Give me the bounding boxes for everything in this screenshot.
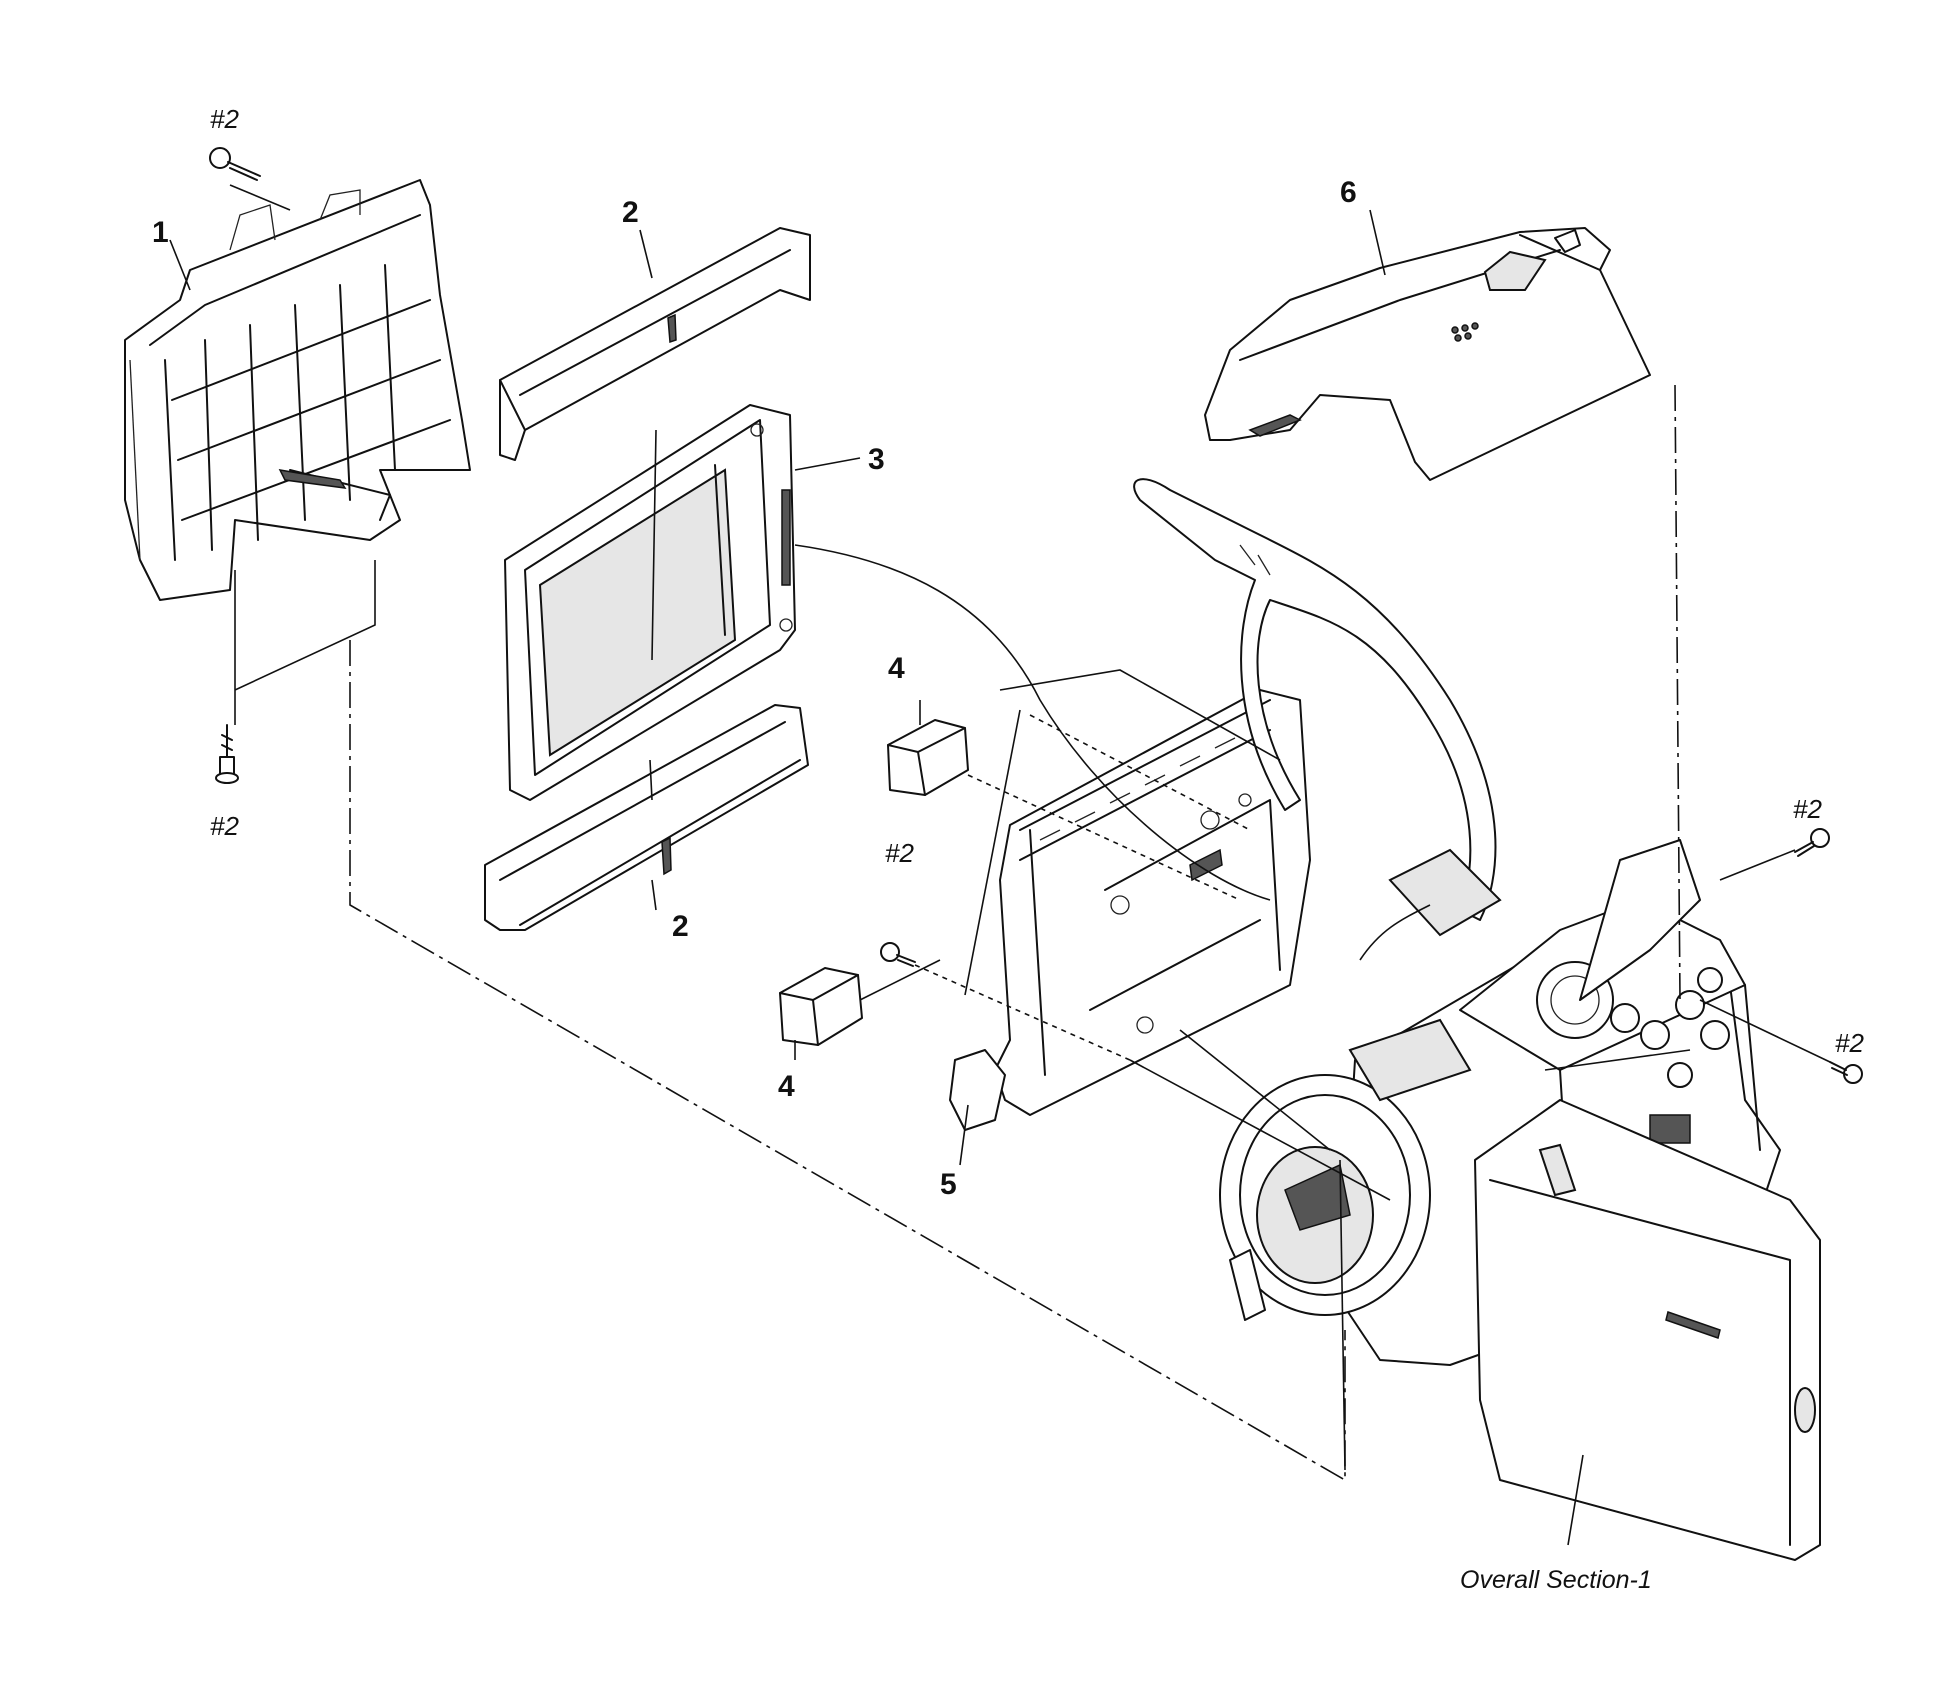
screw-top-left — [209, 147, 261, 181]
label-screw-right-upper: #2 — [1793, 794, 1822, 824]
label-leaders — [169, 209, 1386, 1166]
label-part-4-upper: 4 — [888, 652, 905, 685]
label-part-4-lower: 4 — [778, 1070, 795, 1103]
hand-strap — [1133, 478, 1497, 921]
part-4-cushion-lower — [779, 967, 863, 1046]
assembly-lines — [349, 384, 1831, 1546]
screw-middle — [880, 942, 916, 967]
part-2-bottom-sheet — [484, 704, 809, 931]
label-part-1: 1 — [152, 216, 169, 249]
part-6-top-cover — [1204, 227, 1651, 481]
label-part-6: 6 — [1340, 176, 1357, 209]
part-1-rear-frame — [124, 147, 471, 784]
label-part-3: 3 — [868, 443, 885, 476]
label-part-2-top: 2 — [622, 196, 639, 229]
camcorder-body — [1219, 839, 1821, 1561]
part-4-cushion-upper — [887, 719, 969, 796]
label-screw-middle: #2 — [885, 838, 914, 868]
label-part-2-bottom: 2 — [672, 910, 689, 943]
label-screw-top-left: #2 — [210, 104, 239, 134]
screw-right-upper — [1794, 828, 1830, 857]
screw-right-lower — [1829, 1061, 1863, 1084]
part-2-top-sheet — [499, 227, 811, 461]
screw-bottom-left — [215, 724, 239, 784]
label-screw-right-lower: #2 — [1835, 1028, 1864, 1058]
label-overall-section: Overall Section-1 — [1460, 1566, 1652, 1594]
label-part-5: 5 — [940, 1168, 957, 1201]
part-5-chassis — [949, 689, 1311, 1131]
label-screw-bottom-left: #2 — [210, 811, 239, 841]
part-3-card — [504, 404, 796, 801]
